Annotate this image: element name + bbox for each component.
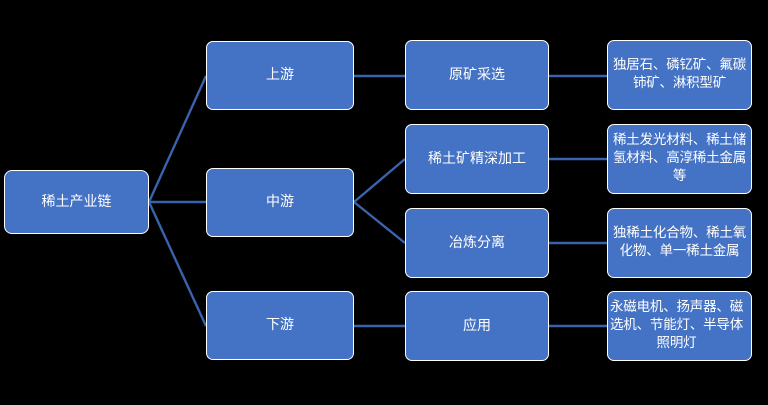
node-label: 稀土产业链 xyxy=(41,193,112,210)
node-label: 上游 xyxy=(266,67,294,84)
node-label: 中游 xyxy=(266,194,294,211)
node-upstream[interactable]: 上游 xyxy=(206,41,354,110)
node-label: 下游 xyxy=(266,317,294,334)
node-smelting-separation[interactable]: 冶炼分离 xyxy=(405,208,549,278)
node-ore-mining-and-dressing[interactable]: 原矿采选 xyxy=(405,40,549,110)
node-rare-earth-industry-chain[interactable]: 稀土产业链 xyxy=(4,170,149,234)
node-deep-processing[interactable]: 稀土矿精深加工 xyxy=(405,124,549,194)
node-label: 稀土矿精深加工 xyxy=(428,150,526,167)
node-output-compounds[interactable]: 独稀土化合物、稀土氧化物、单一稀土金属 xyxy=(607,208,752,278)
node-label: 原矿采选 xyxy=(449,66,505,83)
node-output-ores[interactable]: 独居石、磷钇矿、氟碳铈矿、淋积型矿 xyxy=(607,40,752,110)
connector-root-to-downstream xyxy=(147,201,208,327)
node-output-applications[interactable]: 永磁电机、扬声器、磁选机、节能灯、半导体照明灯 xyxy=(607,291,752,361)
node-output-materials[interactable]: 稀土发光材料、稀土储氢材料、高淳稀土金属等 xyxy=(607,124,752,194)
connector-midstream-to-smelting xyxy=(353,201,406,244)
node-downstream[interactable]: 下游 xyxy=(206,291,354,360)
node-midstream[interactable]: 中游 xyxy=(206,168,354,237)
node-label: 独居石、磷钇矿、氟碳铈矿、淋积型矿 xyxy=(613,57,746,91)
node-application[interactable]: 应用 xyxy=(405,291,549,361)
node-label: 永磁电机、扬声器、磁选机、节能灯、半导体照明灯 xyxy=(610,299,743,351)
node-label: 独稀土化合物、稀土氧化物、单一稀土金属 xyxy=(613,225,746,259)
connector-root-to-upstream xyxy=(147,75,208,203)
node-label: 冶炼分离 xyxy=(449,234,505,251)
node-label: 应用 xyxy=(463,317,491,334)
node-label: 稀土发光材料、稀土储氢材料、高淳稀土金属等 xyxy=(613,132,746,184)
connector-midstream-to-deep-processing xyxy=(353,158,406,203)
